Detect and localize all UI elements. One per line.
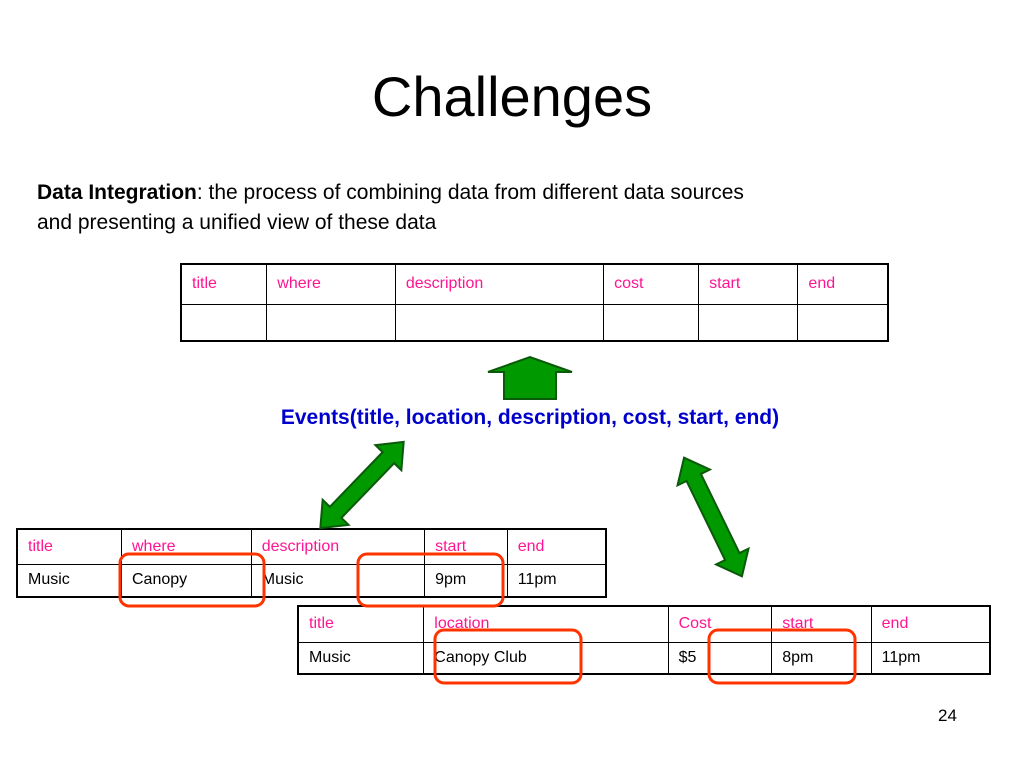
source-table-1: title where description start end Music … <box>16 528 607 598</box>
target-header-cell: where <box>266 263 396 305</box>
source1-header-row: title where description start end <box>16 528 607 565</box>
source2-cell: $5 <box>667 641 773 675</box>
source2-header-cell: end <box>870 605 991 643</box>
target-cell <box>698 303 799 342</box>
slide-title: Challenges <box>371 65 653 128</box>
target-header-cell: cost <box>603 263 700 305</box>
highlight-box-location <box>433 628 583 685</box>
source1-header-cell: where <box>121 528 252 565</box>
target-cell <box>394 303 605 342</box>
double-arrow-icon <box>319 440 405 530</box>
highlight-box-start-2 <box>707 628 857 685</box>
target-header-cell: end <box>797 263 889 305</box>
source1-data-row: Music Canopy Music 9pm 11pm <box>16 563 607 598</box>
source1-header-cell: description <box>250 528 426 565</box>
up-arrow-icon <box>487 355 573 400</box>
source2-header-cell: title <box>297 605 425 643</box>
source1-cell: Canopy <box>121 563 252 598</box>
source-table-2: title location Cost start end Music Cano… <box>297 605 991 675</box>
source1-cell: Music <box>250 563 426 598</box>
source2-cell: Canopy Club <box>423 641 669 675</box>
highlight-box-where <box>118 552 266 608</box>
target-cell <box>797 303 889 342</box>
target-header-cell: description <box>394 263 605 305</box>
page-number: 24 <box>938 706 957 725</box>
source1-cell: Music <box>16 563 122 598</box>
target-table-empty-row <box>180 303 889 342</box>
target-cell <box>266 303 396 342</box>
target-header-cell: start <box>698 263 799 305</box>
target-cell <box>180 303 268 342</box>
double-arrow-icon <box>676 456 750 578</box>
mediated-schema-label: Events(title, location, description, cos… <box>280 406 780 429</box>
target-table: title where description cost start end <box>180 263 889 342</box>
source1-cell: 11pm <box>506 563 607 598</box>
source2-cell: 11pm <box>870 641 991 675</box>
definition-paragraph: Data Integration: the process of combini… <box>37 178 777 238</box>
definition-text: : the process of combining data from dif… <box>37 181 744 234</box>
source2-cell: Music <box>297 641 425 675</box>
target-cell <box>603 303 700 342</box>
source1-cell: 9pm <box>424 563 508 598</box>
definition-term: Data Integration <box>37 181 197 204</box>
source1-header-cell: end <box>506 528 607 565</box>
source1-header-cell: start <box>424 528 508 565</box>
source1-header-cell: title <box>16 528 122 565</box>
highlight-box-start <box>356 552 505 608</box>
target-table-header-row: title where description cost start end <box>180 263 889 305</box>
